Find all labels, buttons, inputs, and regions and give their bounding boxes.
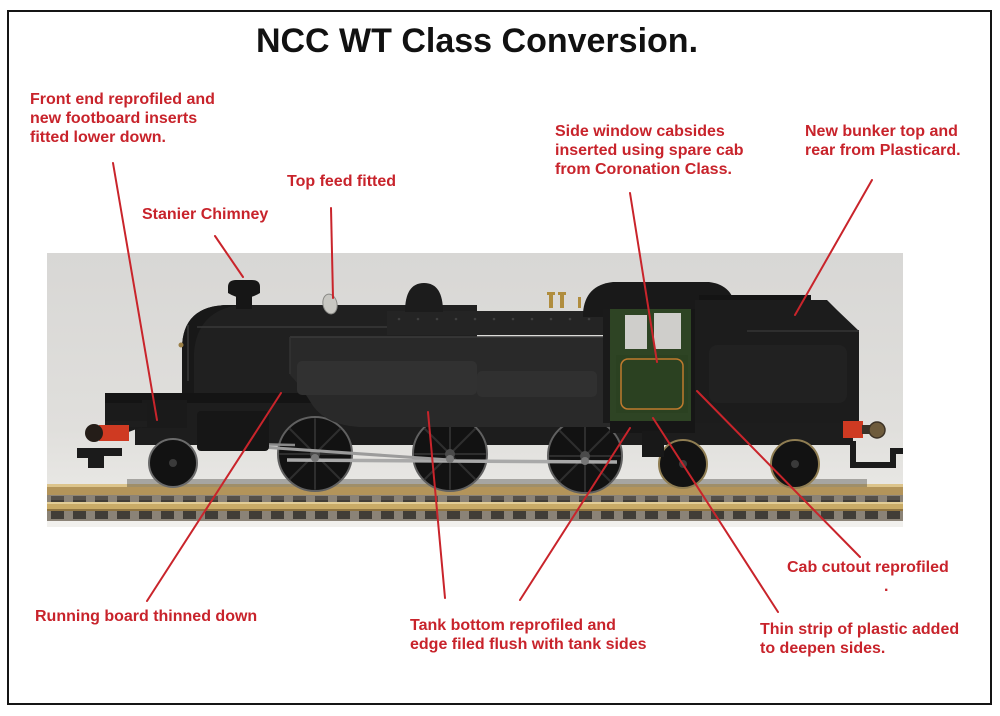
pony-wheel [148, 438, 198, 488]
safety-valves [547, 292, 581, 308]
stanier-chimney [228, 280, 260, 309]
dome [405, 283, 443, 312]
note-new-bunker: New bunker top and rear from Plasticard. [805, 123, 961, 159]
rear-buffer-beam [843, 421, 863, 438]
front-buffer-head [85, 424, 103, 442]
note-front-end: Front end reprofiled and new footboard i… [30, 91, 215, 146]
note-side-window: Side window cabsides inserted using spar… [555, 123, 744, 178]
note-tank-bottom: Tank bottom reprofiled and edge filed fl… [410, 617, 647, 653]
cab-door-panel [616, 355, 688, 413]
cab-side-window [654, 313, 681, 349]
smokebox [182, 305, 239, 393]
bunker [695, 295, 859, 423]
cylinder-block [197, 411, 269, 451]
loco-shadow [127, 479, 867, 487]
note-stanier-chimney: Stanier Chimney [142, 206, 269, 223]
locomotive-illustration [47, 253, 907, 527]
note-thin-strip: Thin strip of plastic added to deepen si… [760, 621, 960, 657]
page-title: NCC WT Class Conversion. [255, 22, 699, 60]
top-feed [322, 293, 338, 315]
lamp-bracket [178, 342, 184, 348]
side-tank [289, 336, 622, 427]
near-rail [47, 502, 903, 511]
note-running-board: Running board thinned down [35, 608, 258, 625]
front-coupling [77, 448, 122, 468]
locomotive-photo [47, 253, 907, 527]
note-cab-cutout-period: . [884, 578, 889, 595]
cab-step [642, 431, 664, 457]
cab-front-window [625, 315, 647, 349]
rear-buffer-head [868, 421, 886, 439]
note-cab-cutout: Cab cutout reprofiled [787, 559, 949, 576]
front-buffer-beam [99, 425, 129, 441]
note-top-feed: Top feed fitted [287, 173, 397, 190]
